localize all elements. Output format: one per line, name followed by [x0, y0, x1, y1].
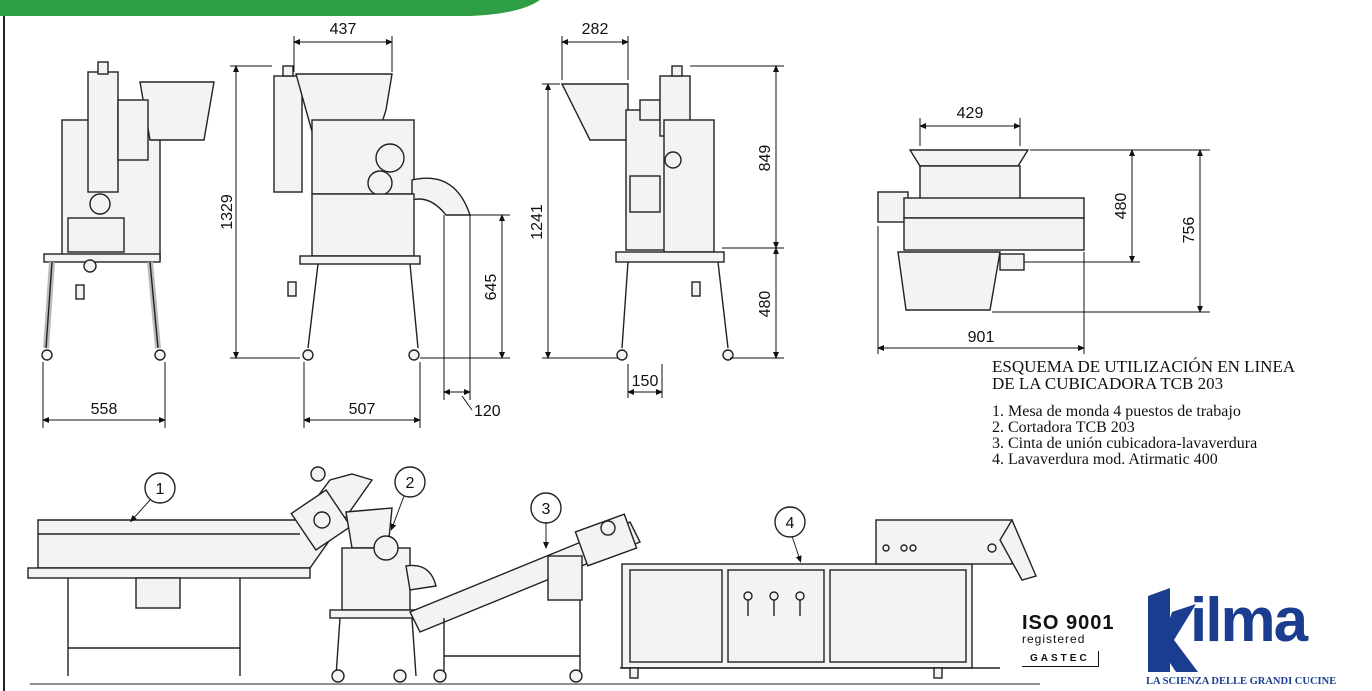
svg-text:4: 4	[786, 515, 795, 532]
callout-3: 3	[530, 492, 562, 549]
caption-list: 1. Mesa de monda 4 puestos de trabajo 2.…	[992, 404, 1372, 468]
callout-1: 1	[129, 472, 176, 523]
rear-dims	[542, 36, 784, 398]
iso-registered: registered	[1022, 632, 1086, 646]
callout-2: 2	[390, 466, 426, 531]
dim-rear-lower: 480	[757, 291, 774, 318]
production-line-drawing	[27, 466, 1040, 685]
dim-side-width: 507	[349, 401, 376, 418]
caption-title-1: ESQUEMA DE UTILIZACIÓN EN LINEA	[992, 357, 1296, 376]
rear-view-drawing	[560, 65, 734, 361]
dim-plan-height-b: 756	[1181, 217, 1198, 244]
brand-tagline: LA SCIENZA DELLE GRANDI CUCINE	[1146, 676, 1337, 687]
green-banner	[0, 0, 540, 16]
iso-title: ISO 9001	[1022, 612, 1115, 634]
caption-item: 3. Cinta de unión cubicadora-lavaverdura	[992, 435, 1258, 452]
dim-chute-offset: 120	[474, 403, 501, 420]
dim-chute-height: 645	[483, 274, 500, 301]
caption-title-2: DE LA CUBICADORA TCB 203	[992, 374, 1224, 393]
dim-plan-height-a: 480	[1113, 193, 1130, 220]
dim-top-width: 437	[330, 21, 357, 38]
callout-4: 4	[774, 506, 806, 563]
dim-front-width: 558	[91, 401, 118, 418]
iso-badge: ISO 9001 registered GASTEC	[1022, 613, 1132, 667]
dim-total-height: 1329	[219, 194, 236, 230]
svg-text:2: 2	[406, 475, 415, 492]
dim-rear-total-height: 1241	[529, 204, 546, 240]
brand-wordmark: ilma	[1190, 586, 1308, 655]
caption-item: 1. Mesa de monda 4 puestos de trabajo	[992, 403, 1241, 420]
caption-item: 4. Lavaverdura mod. Atirmatic 400	[992, 451, 1218, 468]
iso-gastec: GASTEC	[1022, 651, 1099, 667]
front-view-drawing	[41, 61, 215, 361]
svg-text:3: 3	[542, 501, 551, 518]
front-width-dim: 558	[42, 362, 166, 428]
side-view-drawing	[273, 65, 471, 361]
plan-view-drawing	[877, 149, 1085, 311]
dim-plan-width: 429	[957, 105, 984, 122]
dim-rear-top: 282	[582, 21, 609, 38]
svg-text:1: 1	[156, 481, 165, 498]
caption-item: 2. Cortadora TCB 203	[992, 419, 1135, 436]
dim-rear-upper: 849	[757, 145, 774, 172]
side-dims	[230, 36, 510, 428]
brand-logo-mark	[1148, 588, 1198, 672]
line-caption: ESQUEMA DE UTILIZACIÓN EN LINEA DE LA CU…	[992, 358, 1372, 468]
dim-rear-foot: 150	[632, 373, 659, 390]
plan-dims	[877, 118, 1210, 354]
dim-plan-length: 901	[968, 329, 995, 346]
